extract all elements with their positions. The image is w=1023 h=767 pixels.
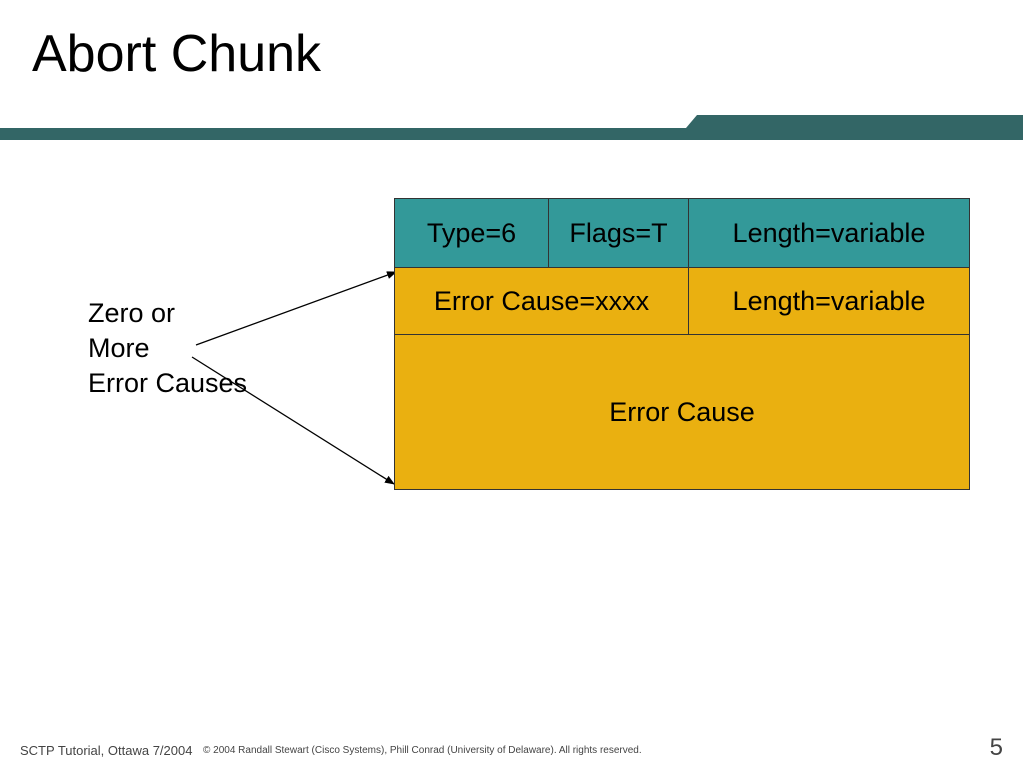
caption-line-1: Zero or	[88, 298, 176, 328]
slide-title: Abort Chunk	[32, 25, 322, 83]
chunk-length-label: Length=variable	[732, 217, 926, 248]
caption-line-3: Error Causes	[88, 368, 248, 398]
title-rule-step	[686, 115, 1023, 140]
chunk-length-field: Length=variable	[688, 198, 970, 268]
footer-copyright: © 2004 Randall Stewart (Cisco Systems), …	[203, 745, 642, 756]
title-rule	[0, 115, 1023, 140]
error-cause-length-field: Length=variable	[688, 267, 970, 335]
error-causes-caption: Zero or More Error Causes	[88, 296, 247, 401]
error-cause-code-label: Error Cause=xxxx	[433, 285, 650, 316]
error-cause-code-field: Error Cause=xxxx	[394, 267, 689, 335]
chunk-type-field: Type=6	[394, 198, 549, 268]
error-cause-length-label: Length=variable	[732, 285, 926, 316]
footer-course-label: SCTP Tutorial, Ottawa 7/2004	[20, 743, 193, 758]
error-cause-body-field: Error Cause	[394, 334, 970, 490]
chunk-flags-label: Flags=T	[569, 217, 668, 248]
title-rule-bar	[0, 128, 686, 140]
chunk-type-label: Type=6	[426, 217, 517, 248]
caption-line-2: More	[88, 333, 150, 363]
chunk-flags-field: Flags=T	[548, 198, 689, 268]
page-number: 5	[989, 734, 1003, 761]
error-cause-body-label: Error Cause	[609, 396, 755, 427]
